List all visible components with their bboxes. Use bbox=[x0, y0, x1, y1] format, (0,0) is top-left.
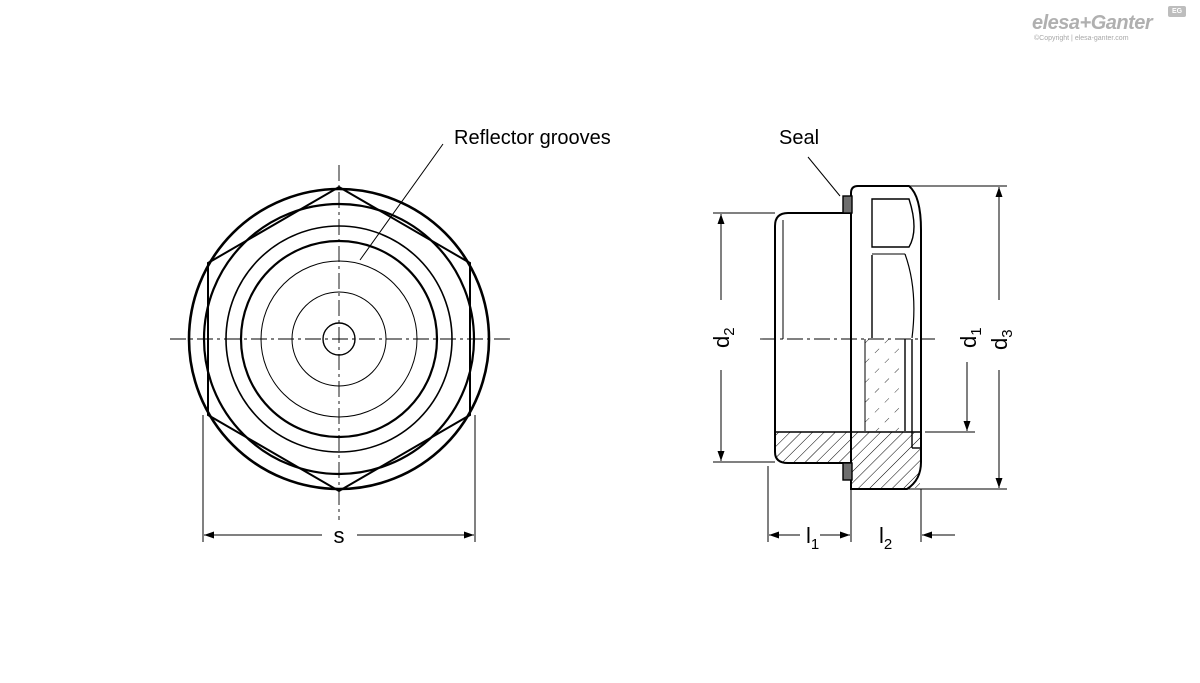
brand-logo: elesa+Ganter EG ©Copyright | elesa-gante… bbox=[1018, 6, 1188, 46]
leader-seal bbox=[807, 156, 841, 197]
thread-body-upper bbox=[774, 212, 852, 339]
label-d3: d3 bbox=[987, 329, 1016, 350]
seal-upper bbox=[842, 195, 853, 214]
side-view bbox=[713, 156, 1007, 542]
head-dome-curve bbox=[871, 198, 915, 248]
label-d2: d2 bbox=[709, 327, 738, 348]
brand-badge: EG bbox=[1168, 6, 1186, 17]
hatch-thread-section bbox=[776, 432, 851, 462]
front-view bbox=[170, 143, 510, 542]
glass-window bbox=[865, 339, 905, 431]
label-l2: l2 bbox=[879, 523, 892, 553]
leader-reflector bbox=[359, 143, 444, 261]
label-reflector-grooves: Reflector grooves bbox=[454, 127, 611, 149]
label-s: s bbox=[334, 523, 345, 548]
seal-lower bbox=[842, 462, 853, 481]
label-seal: Seal bbox=[779, 127, 819, 149]
label-l1: l1 bbox=[806, 523, 819, 553]
brand-name: elesa+Ganter bbox=[1032, 12, 1153, 34]
label-d1: d1 bbox=[956, 327, 985, 348]
head-upper bbox=[850, 185, 922, 339]
hatch-head-section bbox=[852, 432, 920, 488]
brand-copyright: ©Copyright | elesa-ganter.com bbox=[1034, 35, 1129, 42]
